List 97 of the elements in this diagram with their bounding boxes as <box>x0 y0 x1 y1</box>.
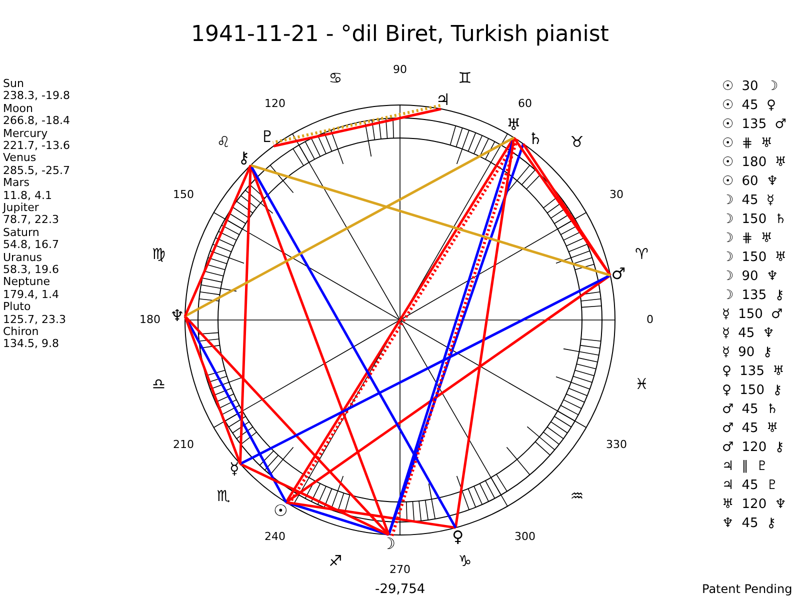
planet-name: Jupiter <box>3 202 39 214</box>
zodiac-sign-symbol: ♊ <box>458 70 472 86</box>
aspect-entry: ☉ 30 ☽ <box>722 80 778 95</box>
zodiac-sign-symbol: ♉ <box>570 135 584 151</box>
planet-symbol: ♂ <box>611 266 626 282</box>
aspect-entry: ☉ 45 ♀ <box>722 99 776 114</box>
planet-symbol: ♅ <box>506 117 521 134</box>
zodiac-sign-symbol: ♒ <box>570 488 584 505</box>
planet-name: Uranus <box>3 252 42 264</box>
aspect-entry: ♂ 45 ♅ <box>722 422 778 437</box>
planet-symbol: ♀ <box>452 528 464 545</box>
aspect-entry: ☿ 90 ⚷ <box>722 346 772 361</box>
zodiac-sign-symbol: ♏ <box>216 488 230 505</box>
aspect-entry: ☿ 45 ♆ <box>722 327 774 342</box>
position-value: 54.8, 16.7 <box>3 239 59 252</box>
aspect-entry: ☽ 90 ♆ <box>722 270 778 285</box>
aspect-entry: ♂ 45 ♄ <box>722 403 778 418</box>
aspect-entry: ☽ 150 ♅ <box>722 251 786 266</box>
chart-title: 1941-11-21 - °dil Biret, Turkish pianist <box>191 22 609 48</box>
planet-name: Sun <box>3 78 24 90</box>
degree-label: 0 <box>646 314 654 326</box>
position-value: 125.7, 23.3 <box>3 314 66 326</box>
planet-name: Mercury <box>3 128 48 140</box>
planet-name: Neptune <box>3 276 50 288</box>
degree-label: 330 <box>606 439 627 451</box>
planet-name: Moon <box>3 102 33 115</box>
aspect-line <box>240 274 611 466</box>
planet-symbol: ☿ <box>230 461 240 477</box>
aspect-entry: ☽ 45 ☿ <box>722 194 774 209</box>
zodiac-sign-symbol: ♍ <box>152 247 166 264</box>
position-value: 134.5, 9.8 <box>3 338 59 350</box>
aspect-line <box>250 164 457 528</box>
position-value: 266.8, -18.4 <box>3 115 70 128</box>
planet-symbol: ⚷ <box>238 150 250 166</box>
footer-note: Patent Pending <box>702 583 792 597</box>
zodiac-sign-symbol: ♓ <box>635 376 648 392</box>
aspect-entry: ♂ 120 ⚷ <box>722 441 784 456</box>
planet-symbol: ♃ <box>436 92 450 108</box>
planet-name: Pluto <box>3 301 31 314</box>
aspect-line <box>285 274 612 504</box>
planet-name: Mars <box>3 177 30 190</box>
degree-label: 240 <box>264 530 286 542</box>
degree-label: 60 <box>518 98 532 110</box>
degree-label: 300 <box>514 530 536 542</box>
aspect-line <box>184 136 514 318</box>
aspect-line <box>238 165 252 464</box>
planet-symbol: ♇ <box>260 129 275 146</box>
aspect-line <box>454 138 516 528</box>
planet-symbol: ♆ <box>170 308 184 324</box>
aspect-entry: ☉ 60 ♆ <box>722 175 778 190</box>
position-value: 285.5, -25.7 <box>3 164 70 177</box>
aspect-line <box>286 501 456 529</box>
zodiac-sign-symbol: ♐ <box>328 554 342 570</box>
zodiac-sign-symbol: ♌ <box>216 135 230 151</box>
zodiac-sign-symbol: ♑ <box>458 554 472 570</box>
planet-name: Chiron <box>3 326 39 338</box>
degree-label: 270 <box>390 564 410 576</box>
planet-name: Venus <box>3 152 36 164</box>
aspect-entry: ☉ 180 ♅ <box>722 156 786 171</box>
aspect-entry: ☽ 135 ⚷ <box>722 289 784 304</box>
aspect-entry: ☉ ⋕ ♅ <box>722 137 772 152</box>
aspect-entry: ♃ ∥ ♇ <box>722 460 768 475</box>
degree-label: 120 <box>264 98 286 110</box>
aspect-entry: ☽ 150 ♄ <box>722 213 786 228</box>
degree-label: 150 <box>173 189 194 201</box>
degree-label: 210 <box>173 439 194 451</box>
aspect-line <box>250 164 611 276</box>
aspect-entry: ☽ ⋕ ♅ <box>722 232 772 247</box>
aspect-entry: ☉ 135 ♂ <box>722 118 786 133</box>
planet-symbol: ☉ <box>274 503 288 520</box>
zodiac-sign-symbol: ♎ <box>152 376 166 392</box>
position-value: 221.7, -13.6 <box>3 140 70 152</box>
position-value: 78.7, 22.3 <box>3 214 59 226</box>
degree-label: 30 <box>610 189 624 201</box>
aspect-entry: ♆ 45 ⚷ <box>722 517 776 532</box>
planet-symbol: ☽ <box>381 536 396 552</box>
aspect-line <box>184 316 242 464</box>
aspect-line <box>184 315 390 536</box>
planet-name: Saturn <box>3 226 40 239</box>
degree-label: 180 <box>140 314 160 326</box>
position-value: 179.4, 1.4 <box>3 288 59 301</box>
aspect-entry: ♃ 45 ♇ <box>722 479 778 494</box>
zodiac-sign-symbol: ♈ <box>635 247 648 264</box>
aspect-line <box>286 501 390 536</box>
position-value: 11.8, 4.1 <box>3 190 52 202</box>
position-value: 238.3, -19.8 <box>3 90 70 102</box>
planet-symbol: ♄ <box>528 131 543 148</box>
zodiac-sign-symbol: ♋ <box>328 70 342 86</box>
aspect-entry: ♅ 120 ♆ <box>722 498 786 513</box>
aspect-entry: ☿ 150 ♂ <box>722 308 783 323</box>
aspect-line <box>240 462 390 536</box>
position-value: 58.3, 19.6 <box>3 264 59 276</box>
degree-label: 90 <box>393 64 407 76</box>
aspect-entry: ♀ 150 ⚷ <box>722 384 782 399</box>
aspect-line <box>184 164 252 317</box>
value-label: -29,754 <box>375 583 426 598</box>
aspect-entry: ♀ 135 ♅ <box>722 365 784 380</box>
